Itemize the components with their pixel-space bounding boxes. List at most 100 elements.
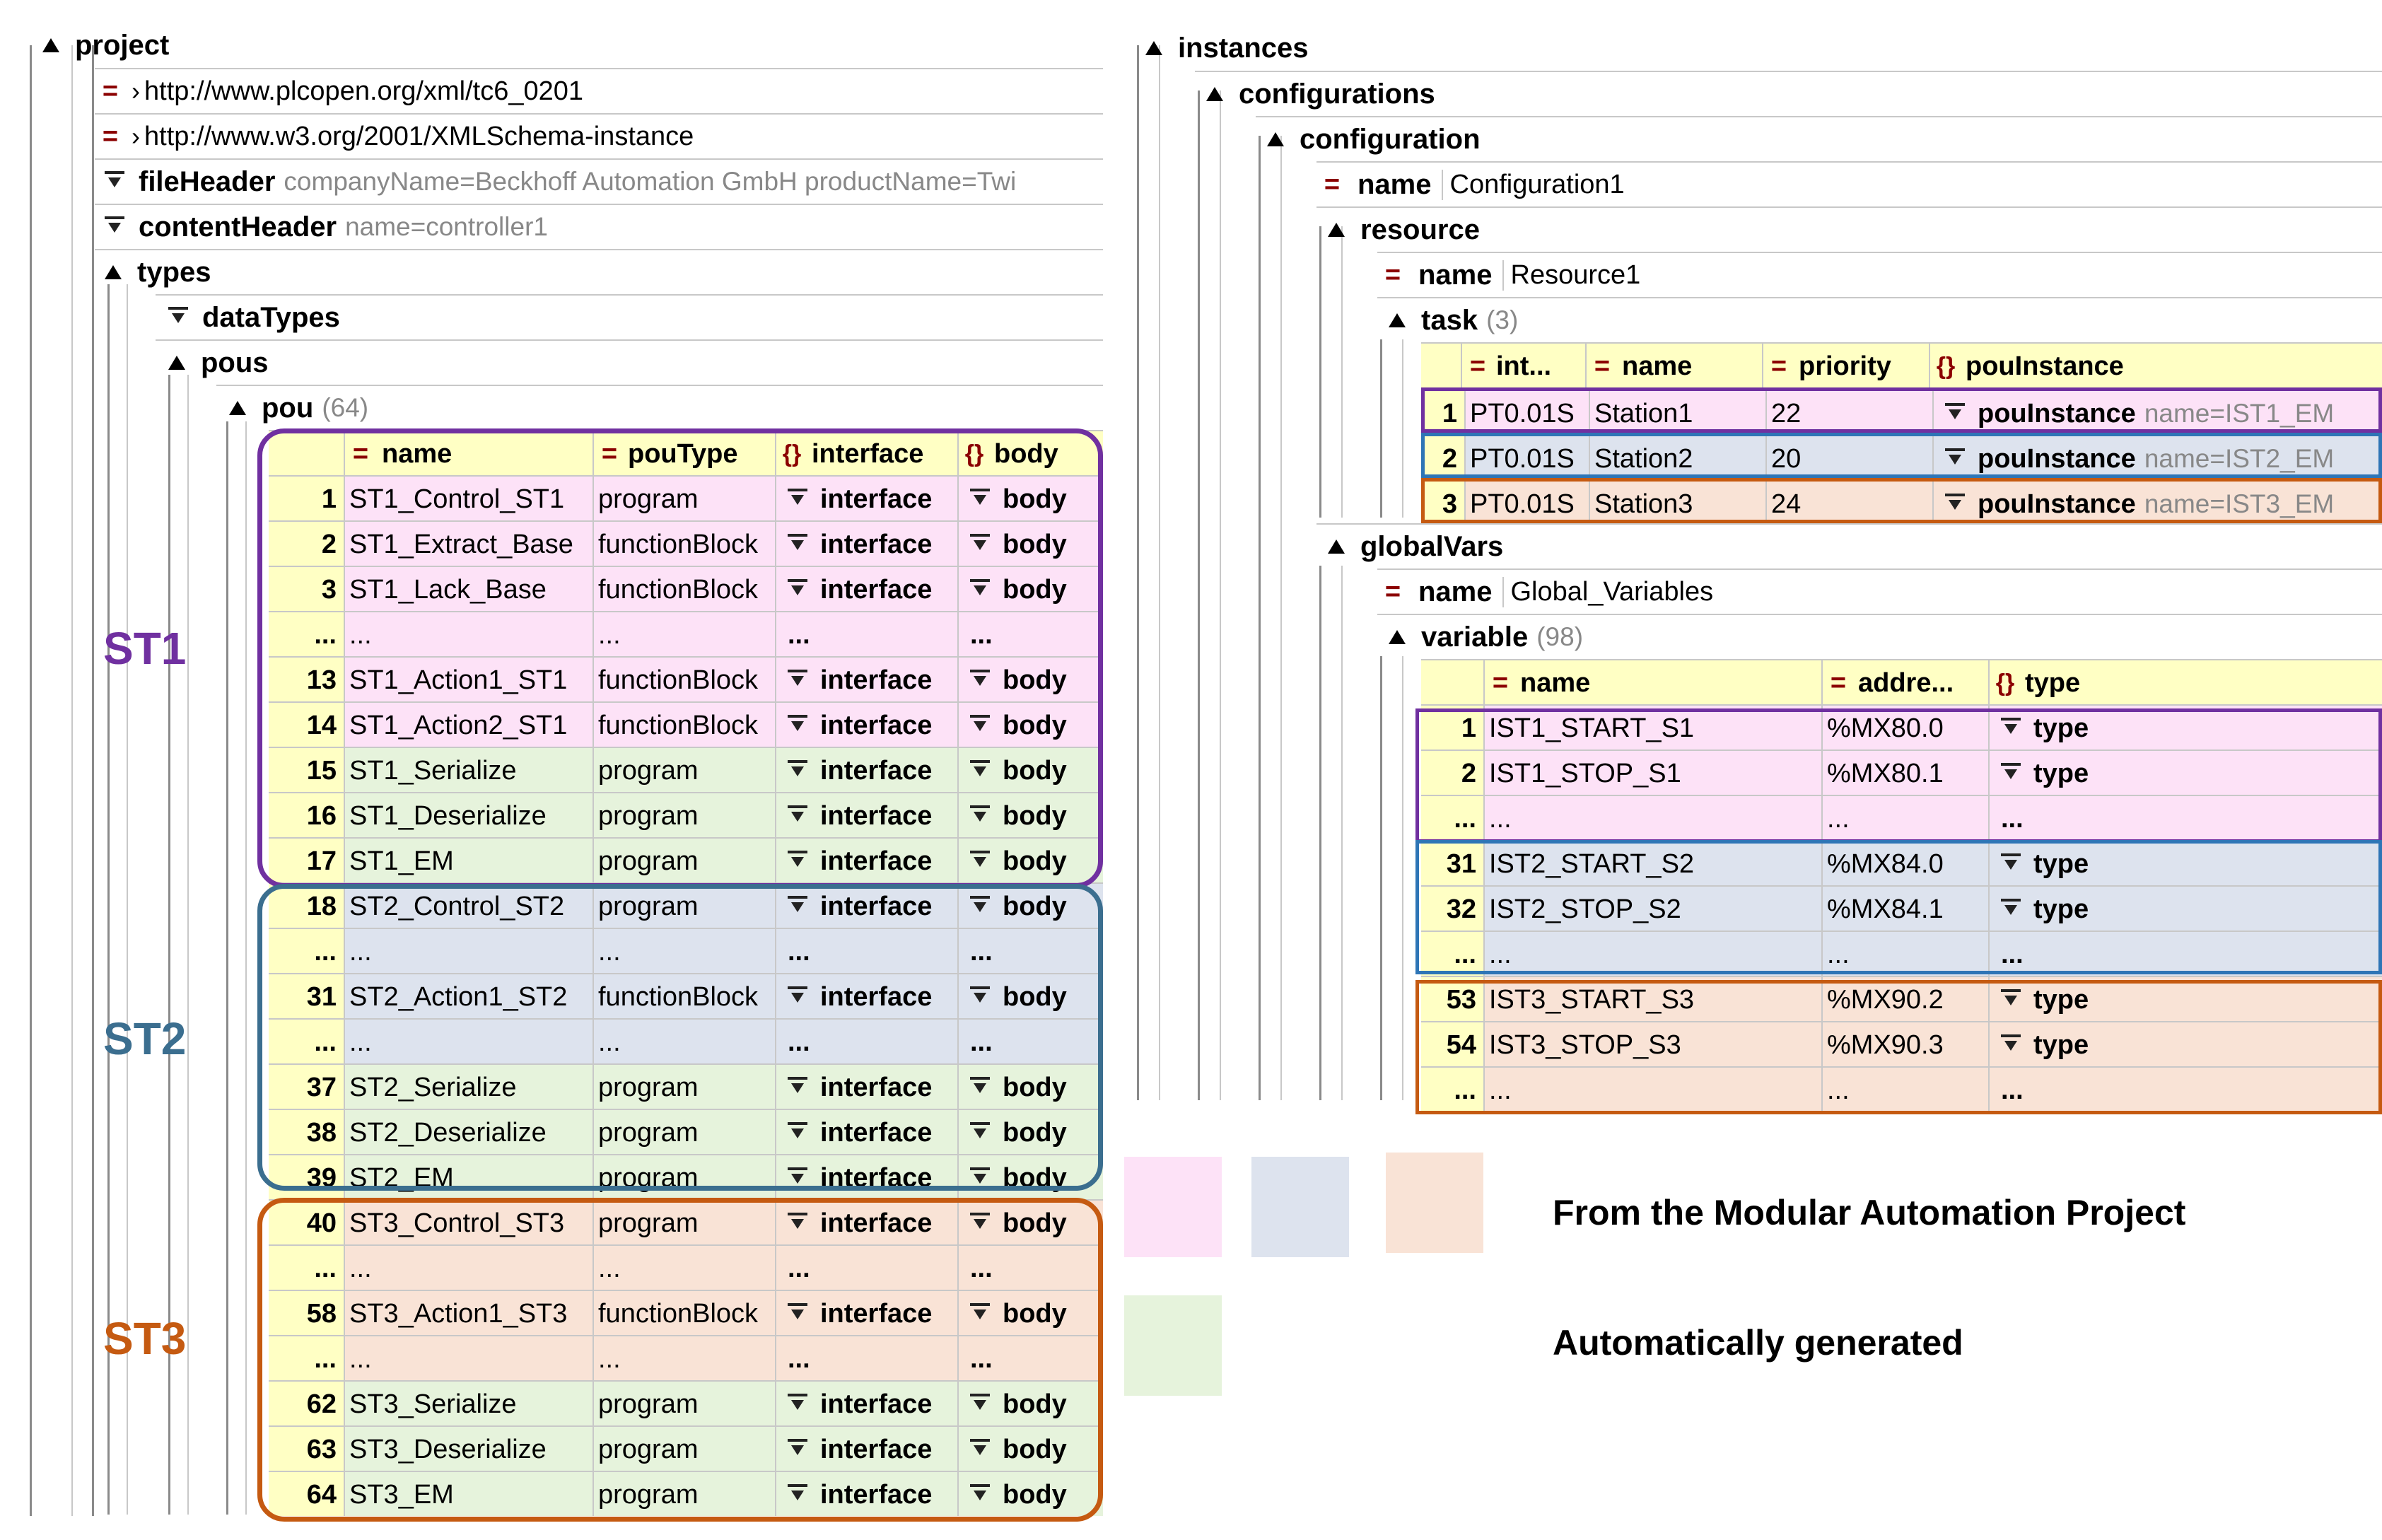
body-cell[interactable]: body — [959, 1201, 1103, 1244]
expand-icon[interactable] — [970, 1394, 990, 1415]
expand-icon[interactable] — [2001, 899, 2021, 920]
collapse-icon[interactable] — [1389, 313, 1406, 327]
expand-icon[interactable] — [788, 896, 807, 917]
task-interval-cell[interactable]: PT0.01S — [1466, 436, 1590, 474]
pou-type-cell[interactable]: program — [594, 1155, 776, 1199]
expand-icon[interactable] — [788, 760, 807, 781]
expand-icon[interactable] — [105, 216, 124, 238]
pou-type-cell[interactable]: ... — [594, 1336, 776, 1380]
pou-type-cell[interactable]: ... — [594, 929, 776, 973]
task-name-cell[interactable]: Station2 — [1590, 436, 1767, 474]
variable-name-cell[interactable]: IST2_STOP_S2 — [1485, 887, 1823, 931]
pou-type-cell[interactable]: program — [594, 748, 776, 792]
collapse-icon[interactable] — [1389, 630, 1406, 644]
expand-icon[interactable] — [1945, 403, 1965, 424]
body-cell[interactable]: body — [959, 1291, 1103, 1335]
interface-cell[interactable]: interface — [776, 1382, 959, 1425]
pou-name-cell[interactable]: ST1_Action1_ST1 — [345, 658, 594, 701]
pou-type-cell[interactable]: ... — [594, 612, 776, 656]
pou-type-cell[interactable]: functionBlock — [594, 974, 776, 1018]
expand-icon[interactable] — [1945, 448, 1965, 469]
body-cell[interactable]: body — [959, 839, 1103, 882]
pou-type-cell[interactable]: program — [594, 839, 776, 882]
expand-icon[interactable] — [970, 805, 990, 827]
variable-type-cell[interactable]: type — [1990, 706, 2382, 749]
body-cell[interactable]: body — [959, 793, 1103, 837]
pou-type-cell[interactable]: program — [594, 1110, 776, 1154]
pou-name-cell[interactable]: ST3_Action1_ST3 — [345, 1291, 594, 1335]
variable-type-cell[interactable]: type — [1990, 1022, 2382, 1066]
tree-node-pou[interactable]: pou (64) — [216, 385, 1103, 430]
expand-icon[interactable] — [788, 715, 807, 736]
pou-name-cell[interactable]: ST1_EM — [345, 839, 594, 882]
body-cell[interactable]: ... — [970, 1343, 993, 1374]
expand-icon[interactable] — [2001, 1034, 2021, 1056]
task-name-cell[interactable]: Station3 — [1590, 482, 1767, 520]
body-cell[interactable]: body — [959, 1382, 1103, 1425]
interface-cell[interactable]: interface — [776, 839, 959, 882]
interface-cell[interactable]: interface — [776, 793, 959, 837]
pou-name-cell[interactable]: ST1_Serialize — [345, 748, 594, 792]
expand-icon[interactable] — [970, 1484, 990, 1505]
pou-name-cell[interactable]: ST2_Action1_ST2 — [345, 974, 594, 1018]
expand-icon[interactable] — [970, 1303, 990, 1324]
interface-cell[interactable]: interface — [776, 1110, 959, 1154]
variable-address-cell[interactable]: %MX80.0 — [1823, 706, 1990, 749]
namespace-row[interactable]: = › http://www.w3.org/2001/XMLSchema-ins… — [95, 113, 1103, 158]
interface-cell[interactable]: interface — [776, 703, 959, 747]
expand-icon[interactable] — [788, 1167, 807, 1189]
pou-name-cell[interactable]: ST1_Action2_ST1 — [345, 703, 594, 747]
variable-type-cell[interactable]: ... — [2001, 803, 2024, 834]
expand-icon[interactable] — [970, 896, 990, 917]
variable-type-cell[interactable]: type — [1990, 887, 2382, 931]
variable-name-cell[interactable]: IST3_START_S3 — [1485, 977, 1823, 1021]
tree-node-datatypes[interactable]: dataTypes — [156, 294, 1103, 339]
interface-cell[interactable]: ... — [776, 929, 959, 973]
pou-name-cell[interactable]: ST1_Deserialize — [345, 793, 594, 837]
interface-cell[interactable]: interface — [776, 1427, 959, 1471]
pou-type-cell[interactable]: functionBlock — [594, 522, 776, 566]
expand-icon[interactable] — [788, 851, 807, 872]
column-header-pouinstance[interactable]: {}pouInstance — [1930, 344, 2382, 387]
variable-address-cell[interactable]: %MX84.0 — [1823, 841, 1990, 885]
interface-cell[interactable]: interface — [776, 884, 959, 928]
interface-cell[interactable]: interface — [776, 522, 959, 566]
task-interval-cell[interactable]: PT0.01S — [1466, 482, 1590, 520]
expand-icon[interactable] — [788, 670, 807, 691]
expand-icon[interactable] — [788, 1303, 807, 1324]
body-cell[interactable]: ... — [970, 1253, 993, 1283]
expand-icon[interactable] — [788, 1122, 807, 1143]
body-cell[interactable]: body — [959, 658, 1103, 701]
expand-icon[interactable] — [2001, 763, 2021, 784]
body-cell[interactable]: body — [959, 1472, 1103, 1516]
pou-name-cell[interactable]: ... — [345, 612, 594, 656]
interface-cell[interactable]: interface — [776, 1472, 959, 1516]
tree-node-fileheader[interactable]: fileHeader companyName=Beckhoff Automati… — [95, 158, 1103, 204]
expand-icon[interactable] — [970, 1122, 990, 1143]
interface-cell[interactable]: interface — [776, 658, 959, 701]
pou-name-cell[interactable]: ... — [345, 1336, 594, 1380]
variable-table-row[interactable]: ............ — [1421, 1066, 2382, 1112]
pou-type-cell[interactable]: program — [594, 1065, 776, 1109]
body-cell[interactable]: body — [959, 477, 1103, 520]
pou-type-cell[interactable]: program — [594, 1382, 776, 1425]
interface-cell[interactable]: interface — [776, 1065, 959, 1109]
interface-cell[interactable]: interface — [776, 1201, 959, 1244]
interface-cell[interactable]: ... — [776, 612, 959, 656]
task-interval-cell[interactable]: PT0.01S — [1466, 391, 1590, 429]
expand-icon[interactable] — [970, 670, 990, 691]
pou-name-cell[interactable]: ST3_Serialize — [345, 1382, 594, 1425]
expand-icon[interactable] — [788, 805, 807, 827]
interface-cell[interactable]: interface — [776, 477, 959, 520]
interface-cell[interactable]: ... — [776, 1336, 959, 1380]
